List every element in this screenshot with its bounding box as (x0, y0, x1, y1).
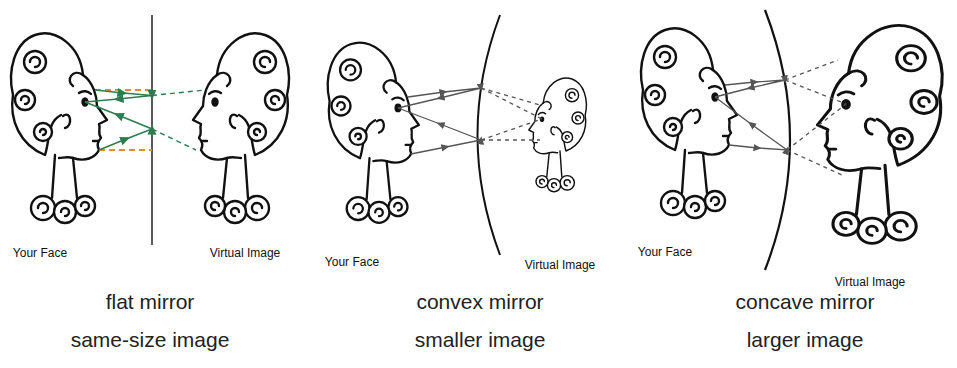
light-rays (85, 90, 205, 150)
virtual-ray (785, 60, 846, 175)
image-label: Virtual Image (835, 275, 905, 289)
face-label: Your Face (13, 246, 67, 260)
virtual-ray (481, 88, 542, 140)
face-figure (11, 33, 107, 223)
face-figure (328, 43, 419, 223)
light-ray (715, 97, 787, 150)
face-label: Your Face (325, 255, 379, 269)
light-ray (85, 90, 152, 102)
virtual-image-figure (817, 25, 942, 243)
concave-mirror (765, 10, 790, 270)
face-figure (641, 28, 737, 218)
image-caption: smaller image (415, 328, 546, 352)
image-caption: larger image (747, 328, 864, 352)
virtual-image-figure (529, 78, 587, 192)
mirror-caption: convex mirror (416, 290, 543, 314)
light-rays (398, 88, 542, 154)
light-ray (85, 102, 152, 150)
light-rays (715, 60, 846, 175)
mirror-caption: flat mirror (106, 290, 195, 314)
image-caption: same-size image (71, 328, 230, 352)
virtual-image-figure (193, 33, 289, 223)
light-ray (398, 108, 481, 154)
face-label: Your Face (638, 245, 692, 259)
virtual-ray (152, 90, 205, 150)
light-ray (715, 80, 785, 97)
image-label: Virtual Image (210, 246, 280, 260)
image-label: Virtual Image (525, 258, 595, 272)
mirror-caption: concave mirror (736, 290, 875, 314)
light-ray (398, 88, 481, 108)
